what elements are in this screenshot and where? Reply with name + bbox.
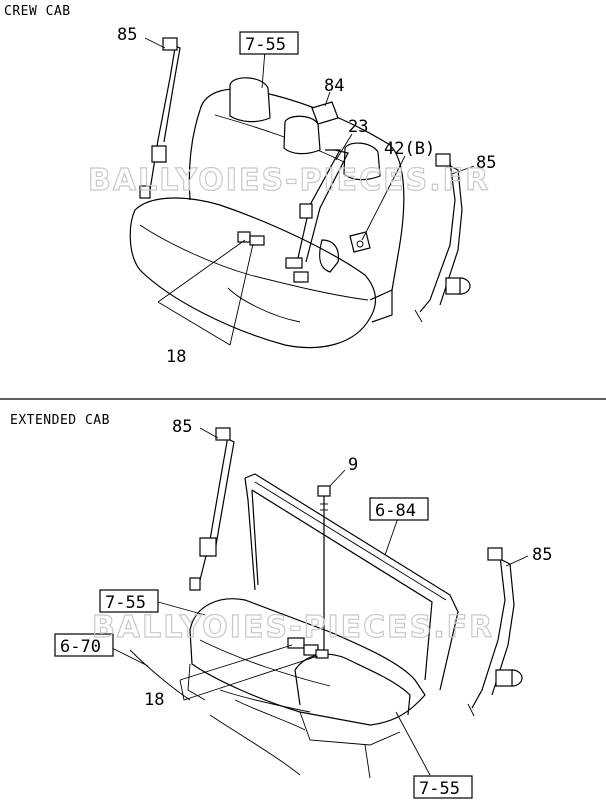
ext-ref-floor-box <box>54 633 114 657</box>
watermark-bottom: BALLYOIES-PIECES.FR <box>92 610 494 645</box>
crew-label-belt-right: 85 <box>476 153 496 173</box>
crew-label-ref-seat: 7-55 <box>245 35 286 55</box>
extended-cab-title: EXTENDED CAB <box>10 413 110 428</box>
ext-label-ref-seat-bottom: 7-55 <box>419 779 460 799</box>
ext-label-ref-floor: 6-70 <box>60 637 101 657</box>
ext-ref-panel-box <box>369 497 429 521</box>
ext-label-belt-left: 85 <box>172 417 192 437</box>
ext-label-belt-right: 85 <box>532 545 552 565</box>
crew-cab-title: CREW CAB <box>4 4 71 19</box>
ext-label-ref-panel: 6-84 <box>375 501 416 521</box>
ext-ref-seat-top-box <box>99 589 159 613</box>
extended-cab-section: EXTENDED CAB <box>10 413 529 779</box>
crew-label-belt-left: 85 <box>117 25 137 45</box>
ext-label-ref-seat-top: 7-55 <box>105 593 146 613</box>
crew-label-23: 23 <box>348 117 368 137</box>
crew-ref-seat-box <box>239 31 299 55</box>
crew-label-42b: 42(B) <box>384 139 435 159</box>
crew-cab-section: CREW CAB <box>4 4 475 349</box>
ext-ref-seat-bottom-box <box>413 775 473 799</box>
watermark-top: BALLYOIES-PIECES.FR <box>88 163 490 198</box>
crew-label-18: 18 <box>166 347 186 367</box>
crew-label-84: 84 <box>324 76 344 96</box>
ext-label-18: 18 <box>144 690 164 710</box>
ext-label-9: 9 <box>348 455 358 475</box>
